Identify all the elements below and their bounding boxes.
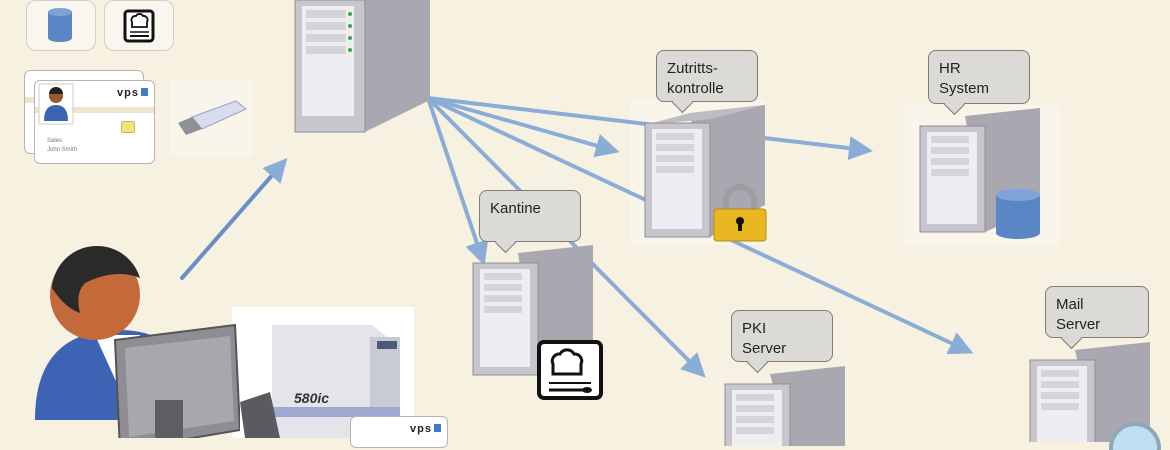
- database-tile: [26, 0, 96, 51]
- card-photo-person-icon: [38, 83, 74, 125]
- label-line: kontrolle: [667, 80, 724, 97]
- magnifier-icon: [1109, 422, 1161, 450]
- central-server: [294, 0, 430, 133]
- arrow-user-to-central: [180, 157, 288, 280]
- card-department: Sales: [47, 138, 63, 144]
- server-pki: [724, 366, 845, 446]
- printed-id-card: vps: [350, 416, 448, 448]
- label-line: Mail: [1056, 296, 1084, 313]
- canteen-tile: [104, 0, 174, 51]
- label-line: Server: [1056, 316, 1101, 333]
- database-icon: [996, 189, 1040, 239]
- id-card-front: vps Sales John Smith: [34, 80, 155, 164]
- card-holder: John Smith: [47, 147, 78, 153]
- bubble-kantine: Kantine: [479, 190, 581, 242]
- bubble-mail-server: Mail Server: [1045, 286, 1149, 338]
- canteen-chef-icon: [123, 9, 155, 43]
- bubble-zutrittskontrolle: Zutritts- kontrolle: [656, 50, 758, 102]
- printed-card-brand: vps: [410, 423, 441, 435]
- label-line: Kantine: [490, 200, 541, 217]
- database-icon: [48, 8, 72, 42]
- usb-stick-icon: [178, 100, 247, 135]
- server-zutrittskontrolle: [644, 105, 765, 238]
- label-line: Server: [742, 340, 787, 357]
- card-chip: [121, 121, 135, 133]
- label-line: PKI: [742, 320, 767, 337]
- card-brand: vps: [117, 87, 148, 99]
- server-mail: [1029, 342, 1150, 442]
- bubble-pki-server: PKI Server: [731, 310, 833, 362]
- label-line: HR: [939, 60, 961, 77]
- lock-icon: [713, 184, 767, 242]
- canteen-chef-icon: [537, 340, 603, 400]
- bubble-hr-system: HR System: [928, 50, 1030, 104]
- label-line: System: [939, 80, 990, 97]
- arrow-central-to-zutritt: [426, 96, 620, 158]
- user-at-computer-icon: [35, 245, 240, 438]
- label-line: Zutritts-: [667, 60, 718, 77]
- printer-model: 580ic: [294, 390, 329, 406]
- arrow-central-to-kantine: [426, 96, 489, 266]
